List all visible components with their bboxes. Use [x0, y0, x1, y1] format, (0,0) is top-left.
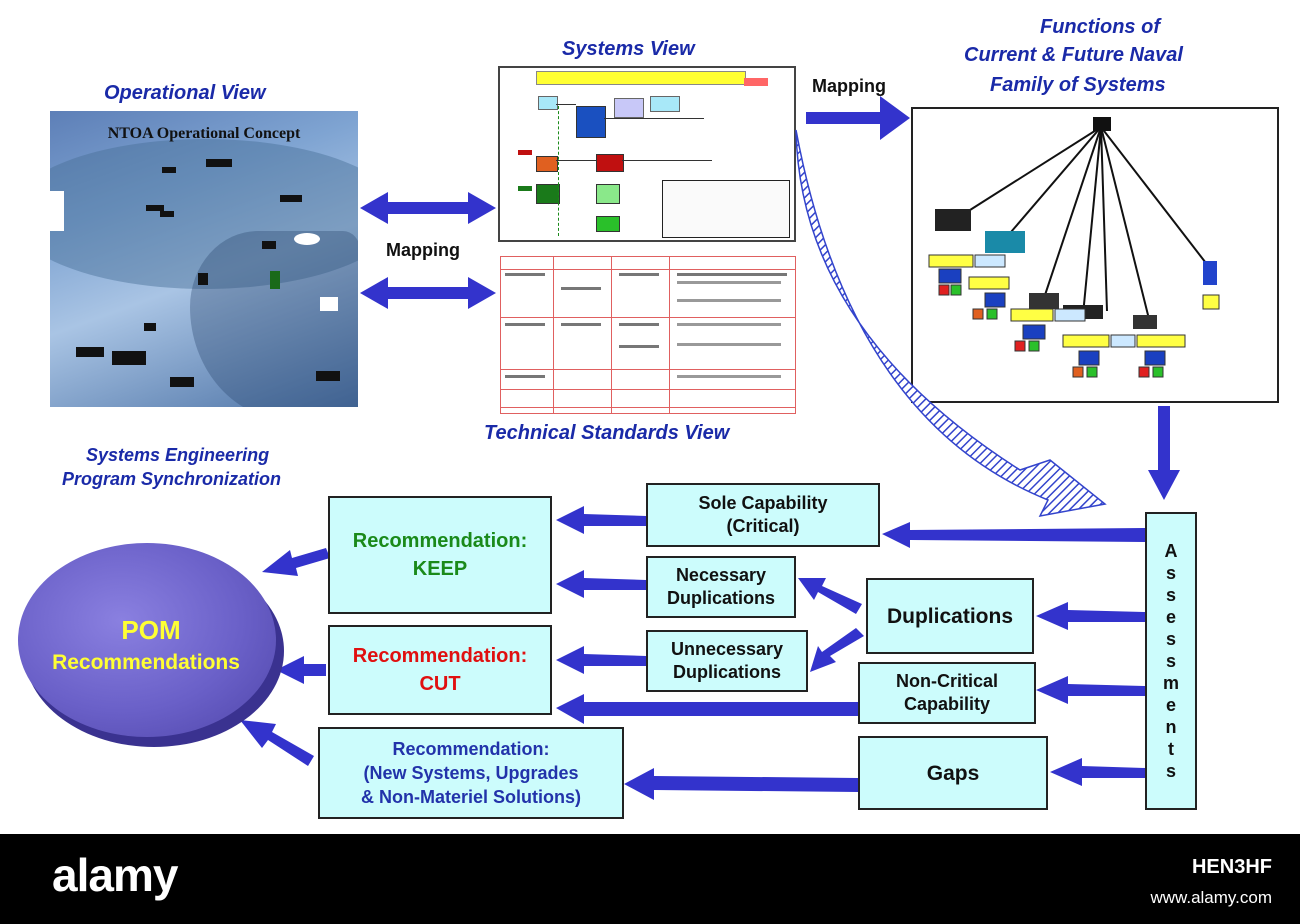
- pom-line1: POM: [121, 615, 181, 645]
- arrow-cut-to-pom: [276, 656, 326, 684]
- necessary-line2: Duplications: [666, 588, 775, 608]
- pom-line2: Recommendations: [52, 651, 240, 674]
- family-of-systems-image: [911, 107, 1279, 403]
- assessments-char: n: [1165, 717, 1177, 737]
- assessments-char: t: [1167, 739, 1174, 759]
- gaps-box: Gaps: [858, 736, 1048, 810]
- pom-recommendations-ellipse: POM Recommendations: [18, 543, 284, 747]
- mapping-arrow-upper: [360, 192, 496, 224]
- arrow-sole-to-keep: [556, 506, 646, 534]
- arrow-unnecessary-to-cut: [556, 646, 646, 674]
- arrow-to-duplications: [1036, 602, 1145, 630]
- assessments-char: s: [1165, 563, 1176, 583]
- unnecessary-line2: Duplications: [672, 662, 781, 682]
- sole-capability-line2: (Critical): [726, 516, 800, 536]
- arrow-dup-to-necessary: [798, 578, 862, 614]
- operational-view-heading: Operational View: [104, 82, 266, 104]
- image-code: HEN3HF: [1191, 856, 1272, 878]
- mapping-label-left: Mapping: [386, 240, 460, 260]
- arrow-gaps-to-new: [624, 768, 858, 800]
- systems-view-image: [498, 66, 796, 242]
- assessments-char: s: [1165, 629, 1176, 649]
- arrow-to-sole: [882, 522, 1145, 548]
- operational-view-image: NTOA Operational Concept: [50, 111, 358, 407]
- duplications-box: Duplications: [866, 578, 1034, 654]
- footer-url: www.alamy.com: [1150, 888, 1272, 907]
- sole-capability-line1: Sole Capability: [698, 493, 828, 513]
- mapping-arrow-right: [806, 96, 910, 140]
- footer-bar: alamy HEN3HF www.alamy.com: [0, 834, 1300, 924]
- assessments-char: e: [1165, 607, 1176, 627]
- systems-engineering-heading-line2: Program Synchronization: [62, 469, 282, 489]
- assessments-char: e: [1165, 695, 1176, 715]
- ntoa-title: NTOA Operational Concept: [107, 125, 301, 142]
- assessments-char: A: [1164, 541, 1178, 561]
- mapping-arrow-lower: [360, 277, 496, 309]
- rec-keep-line2: KEEP: [412, 558, 468, 580]
- rec-new-line3: & Non-Materiel Solutions): [361, 787, 581, 807]
- down-arrow-to-assessments: [1148, 406, 1180, 500]
- flow-arrows: [240, 96, 1180, 800]
- rec-cut-line2: CUT: [419, 673, 461, 695]
- hatched-curve-arrow: [795, 129, 1107, 518]
- assessments-char: s: [1165, 651, 1176, 671]
- arrow-new-to-pom: [240, 720, 314, 766]
- gaps-label: Gaps: [926, 761, 980, 785]
- mapping-label-top-right: Mapping: [812, 76, 886, 96]
- rec-keep-line1: Recommendation:: [352, 530, 528, 552]
- rec-new-line1: Recommendation:: [392, 739, 550, 759]
- systems-engineering-heading-line1: Systems Engineering: [86, 445, 270, 465]
- assessments-label: A s s e s s m e n t s: [1163, 540, 1179, 782]
- functions-heading-line1: Functions of: [1040, 16, 1160, 38]
- rec-new-line2: (New Systems, Upgrades: [363, 763, 579, 783]
- recommendation-cut-box: Recommendation: CUT: [328, 625, 552, 715]
- assessments-box: A s s e s s m e n t s: [1145, 512, 1197, 810]
- assessments-char: s: [1165, 585, 1176, 605]
- arrow-to-noncritical: [1036, 676, 1145, 704]
- non-critical-line1: Non-Critical: [895, 671, 998, 691]
- alamy-logo: alamy: [52, 849, 178, 901]
- unnecessary-line1: Unnecessary: [670, 639, 784, 659]
- assessments-char: m: [1162, 673, 1179, 693]
- arrow-keep-to-pom: [262, 548, 330, 576]
- technical-standards-heading: Technical Standards View: [484, 422, 730, 444]
- recommendation-keep-box: Recommendation: KEEP: [328, 496, 552, 614]
- functions-heading-line2: Current & Future Naval: [964, 44, 1183, 66]
- sole-capability-box: Sole Capability (Critical): [646, 483, 880, 547]
- arrow-necessary-to-keep: [556, 570, 646, 598]
- assessments-char: s: [1165, 761, 1176, 781]
- non-critical-line2: Capability: [903, 694, 990, 714]
- duplications-label: Duplications: [886, 604, 1013, 628]
- arrow-dup-to-unnecessary: [810, 628, 864, 672]
- systems-view-heading: Systems View: [562, 38, 695, 60]
- arrow-to-gaps: [1050, 758, 1145, 786]
- functions-heading-line3: Family of Systems: [990, 74, 1166, 96]
- necessary-line1: Necessary: [675, 565, 767, 585]
- technical-standards-image: [500, 256, 796, 414]
- recommendation-new-box: Recommendation: (New Systems, Upgrades & N…: [318, 727, 624, 819]
- rec-cut-line1: Recommendation:: [352, 645, 528, 667]
- arrow-noncritical-to-cut: [556, 694, 858, 724]
